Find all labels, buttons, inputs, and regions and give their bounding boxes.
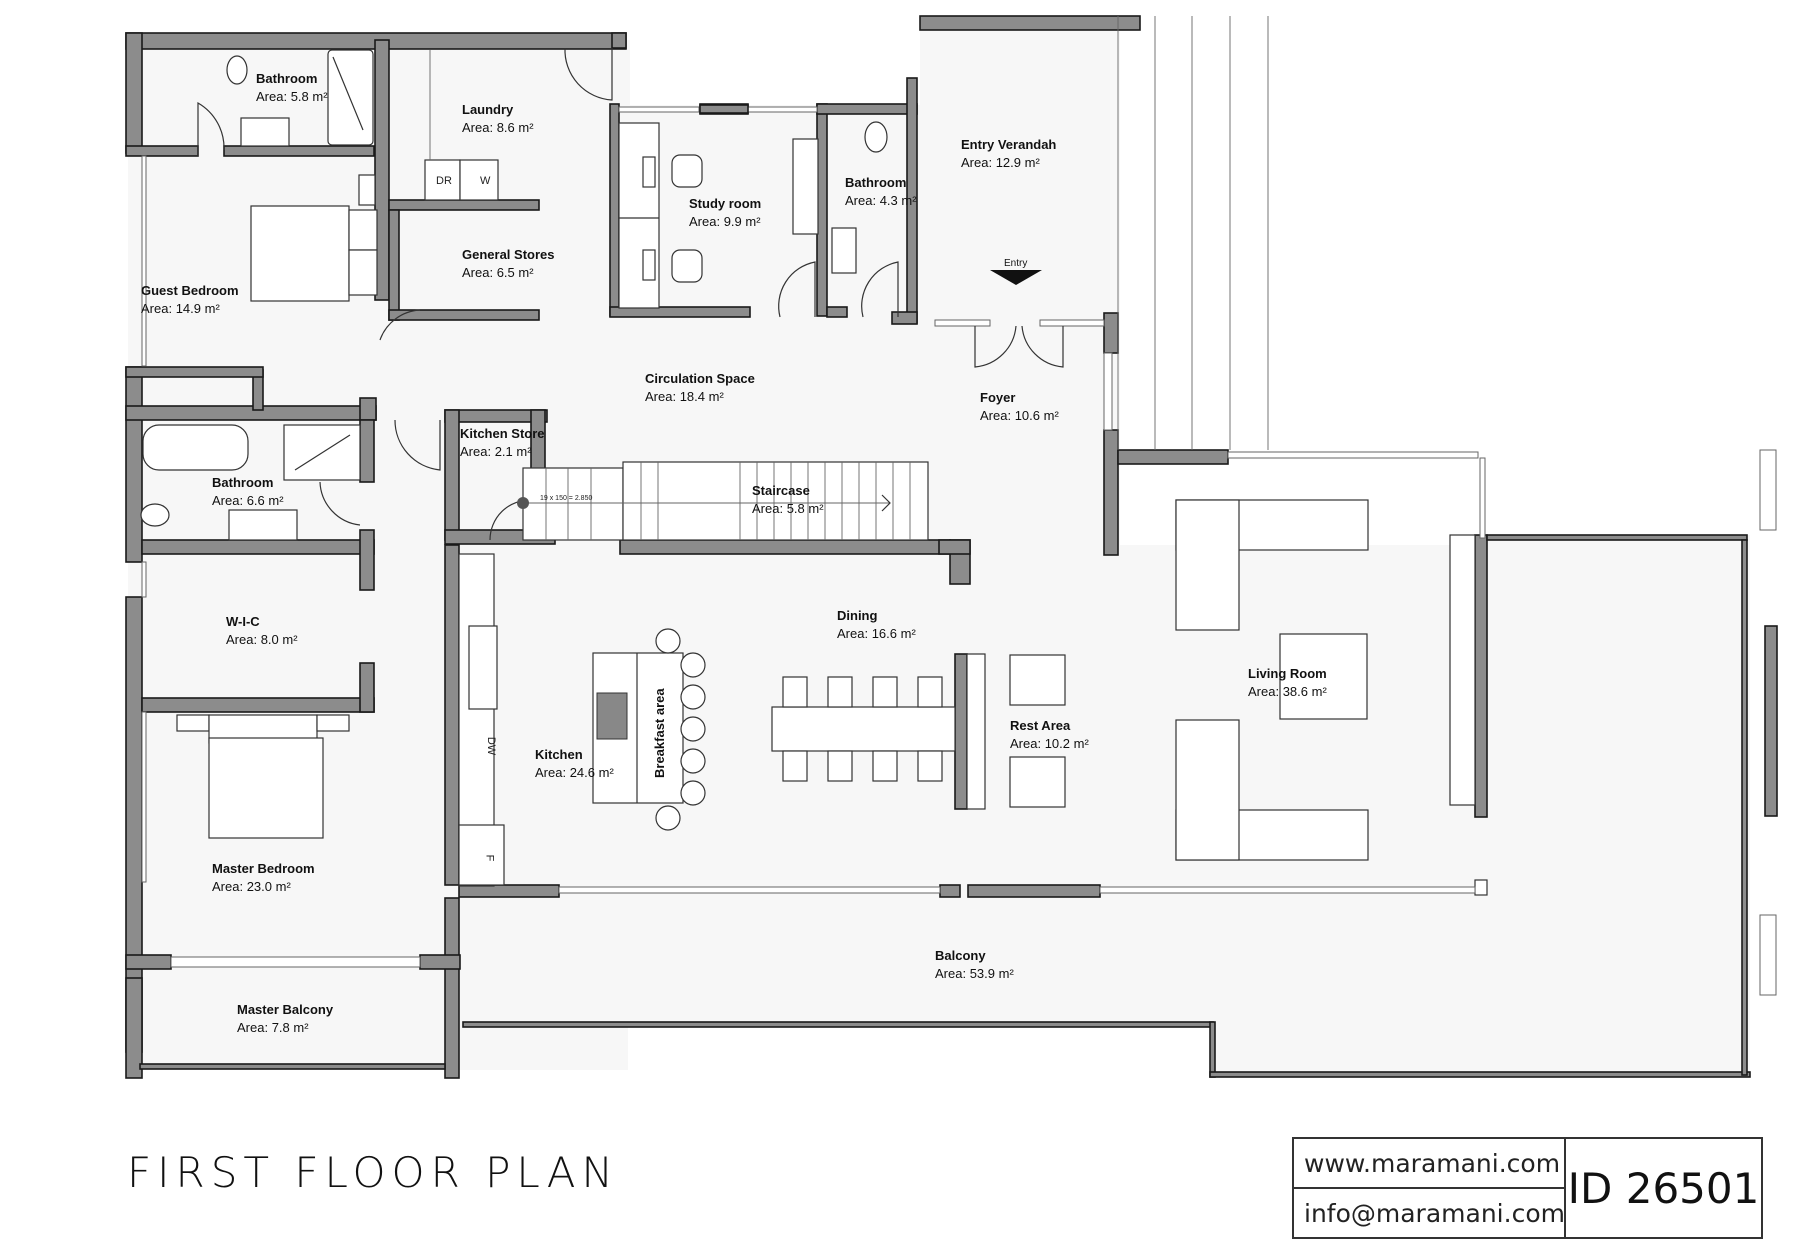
room-name: Bathroom: [256, 71, 318, 86]
room-area: Area: 8.6 m²: [462, 120, 534, 135]
plan-id: ID 26501: [1567, 1163, 1760, 1213]
contact-cells: www.maramani.com info@maramani.com: [1294, 1139, 1566, 1237]
room-area: Area: 8.0 m²: [226, 632, 298, 647]
dryer-label: DR: [436, 175, 452, 187]
room-kitchen-store: Kitchen Store Area: 2.1 m²: [460, 425, 545, 461]
plan-title: FIRST FLOOR PLAN: [127, 1148, 619, 1197]
room-name: Staircase: [752, 483, 810, 498]
room-area: Area: 6.6 m²: [212, 493, 284, 508]
dishwasher-label: DW: [485, 736, 498, 756]
room-master-balcony: Master Balcony Area: 7.8 m²: [237, 1001, 333, 1037]
room-area: Area: 24.6 m²: [535, 765, 614, 780]
room-kitchen: Kitchen Area: 24.6 m²: [535, 746, 614, 782]
room-name: Bathroom: [212, 475, 274, 490]
room-name: Living Room: [1248, 666, 1327, 681]
room-area: Area: 10.6 m²: [980, 408, 1059, 423]
washer-label: W: [480, 175, 491, 187]
room-master-bedroom: Master Bedroom Area: 23.0 m²: [212, 860, 315, 896]
room-name: Rest Area: [1010, 718, 1071, 733]
room-entry-verandah: Entry Verandah Area: 12.9 m²: [961, 136, 1056, 172]
room-area: Area: 5.8 m²: [256, 89, 328, 104]
room-area: Area: 16.6 m²: [837, 626, 916, 641]
email-text: info@maramani.com: [1294, 1187, 1565, 1237]
room-living-room: Living Room Area: 38.6 m²: [1248, 665, 1327, 701]
doors: [197, 47, 1064, 541]
room-bathroom-1: Bathroom Area: 5.8 m²: [256, 70, 328, 106]
room-area: Area: 5.8 m²: [752, 501, 824, 516]
room-name: Laundry: [462, 102, 514, 117]
room-guest-bedroom: Guest Bedroom Area: 14.9 m²: [141, 282, 239, 318]
room-circulation-space: Circulation Space Area: 18.4 m²: [645, 370, 755, 406]
room-area: Area: 12.9 m²: [961, 155, 1040, 170]
room-area: Area: 4.3 m²: [845, 193, 917, 208]
entry-label: Entry: [1004, 258, 1028, 269]
title-block: www.maramani.com info@maramani.com ID 26…: [1292, 1137, 1763, 1239]
fridge-label: F: [483, 854, 496, 862]
room-name: Balcony: [935, 948, 986, 963]
room-name: Entry Verandah: [961, 137, 1057, 152]
room-area: Area: 10.2 m²: [1010, 736, 1089, 751]
room-area: Area: 14.9 m²: [141, 301, 220, 316]
room-foyer: Foyer Area: 10.6 m²: [980, 389, 1059, 425]
entry-arrow-icon: [990, 270, 1042, 285]
room-balcony: Balcony Area: 53.9 m²: [935, 947, 1014, 983]
room-name: Study room: [689, 196, 762, 211]
room-name: Foyer: [980, 390, 1016, 405]
room-staircase: Staircase Area: 5.8 m²: [752, 482, 824, 518]
room-name: Kitchen: [535, 747, 583, 762]
room-general-stores: General Stores Area: 6.5 m²: [462, 246, 555, 282]
room-area: Area: 38.6 m²: [1248, 684, 1327, 699]
glazing: [139, 16, 1751, 1078]
room-rest-area: Rest Area Area: 10.2 m²: [1010, 717, 1089, 753]
fixtures: [140, 49, 1369, 887]
room-area: Area: 2.1 m²: [460, 444, 532, 459]
stair-dimension-note: 19 x 150 = 2.850: [540, 495, 593, 502]
room-name: Master Bedroom: [212, 861, 315, 876]
room-dining: Dining Area: 16.6 m²: [837, 607, 916, 643]
room-laundry: Laundry Area: 8.6 m²: [462, 101, 534, 137]
room-name: Guest Bedroom: [141, 283, 239, 298]
room-name: W-I-C: [226, 614, 260, 629]
room-name: General Stores: [462, 247, 555, 262]
breakfast-area-label: Breakfast area: [652, 688, 667, 778]
room-wic: W-I-C Area: 8.0 m²: [226, 613, 298, 649]
room-name: Circulation Space: [645, 371, 755, 386]
room-name: Dining: [837, 608, 878, 623]
room-name: Kitchen Store: [460, 426, 545, 441]
room-area: Area: 18.4 m²: [645, 389, 724, 404]
room-bathroom-2: Bathroom Area: 4.3 m²: [845, 174, 917, 210]
room-area: Area: 9.9 m²: [689, 214, 761, 229]
room-area: Area: 23.0 m²: [212, 879, 291, 894]
room-area: Area: 7.8 m²: [237, 1020, 309, 1035]
room-area: Area: 6.5 m²: [462, 265, 534, 280]
room-study: Study room Area: 9.9 m²: [689, 195, 761, 231]
room-area: Area: 53.9 m²: [935, 966, 1014, 981]
room-bathroom-3: Bathroom Area: 6.6 m²: [212, 474, 284, 510]
website-text: www.maramani.com: [1304, 1148, 1561, 1178]
room-name: Master Balcony: [237, 1002, 334, 1017]
room-name: Bathroom: [845, 175, 907, 190]
